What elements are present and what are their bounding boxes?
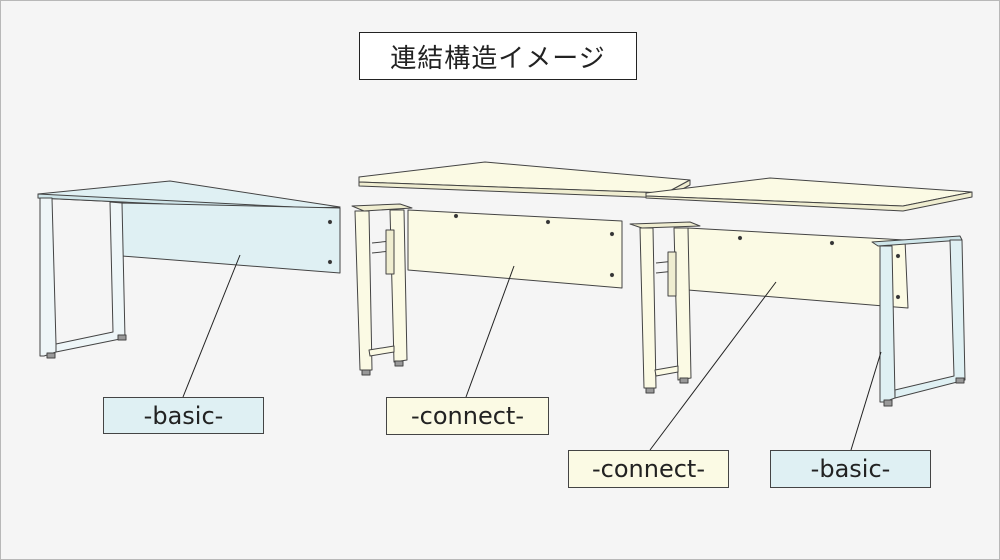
connect-desk-right — [629, 177, 973, 394]
panel-hole — [609, 272, 615, 278]
connect-desk-modesty-panel — [407, 209, 623, 289]
leg-foot — [394, 360, 404, 367]
connect-h-leg — [354, 210, 373, 371]
connect-desk-middle — [351, 161, 691, 376]
basic-desk-left — [37, 180, 341, 359]
panel-hole — [829, 240, 835, 246]
panel-hole — [895, 253, 901, 259]
basic-desk-loop-leg — [879, 245, 896, 403]
connect-desk-top-edge — [358, 176, 691, 199]
leader-line — [649, 281, 777, 451]
leg-foot — [883, 399, 893, 407]
connect-h-leg — [654, 365, 679, 377]
leg-foot — [117, 334, 127, 341]
connect-desk-top-edge — [645, 191, 973, 212]
label-basic: -basic- — [103, 397, 264, 434]
panel-hole — [737, 235, 743, 241]
leg-foot — [645, 387, 655, 394]
leader-lines — [182, 254, 882, 451]
basic-desk-right-leg — [871, 235, 966, 407]
basic-desk-loop-leg — [894, 239, 966, 399]
leg-foot — [361, 369, 371, 376]
panel-hole — [895, 294, 901, 300]
connect-h-leg — [368, 345, 395, 357]
connect-h-leg — [639, 227, 657, 389]
connect-desk-modesty-panel — [687, 227, 909, 309]
connect-bracket — [351, 203, 413, 212]
leader-line — [850, 351, 882, 451]
connect-bracket — [629, 221, 701, 229]
panel-hole — [453, 213, 459, 219]
label-connect: -connect- — [386, 397, 549, 435]
basic-leg-bracket — [871, 235, 963, 247]
label-basic: -basic- — [770, 450, 931, 488]
basic-desk-modesty-panel — [121, 202, 341, 274]
panel-hole — [327, 219, 333, 225]
diagram-title: 連結構造イメージ — [359, 32, 637, 80]
basic-desk-loop-leg — [39, 197, 57, 357]
leader-line — [182, 254, 241, 398]
panel-hole — [327, 259, 333, 265]
leg-foot — [955, 377, 965, 384]
basic-desk-loop-leg — [55, 201, 126, 353]
leg-foot — [46, 352, 56, 359]
label-connect: -connect- — [568, 450, 729, 488]
connect-leg-plate — [667, 251, 677, 297]
connect-leg-plate — [385, 229, 395, 275]
panel-hole — [609, 231, 615, 237]
leader-line — [465, 265, 515, 398]
connect-h-leg — [673, 227, 692, 381]
leg-foot — [679, 377, 689, 384]
panel-hole — [545, 219, 551, 225]
